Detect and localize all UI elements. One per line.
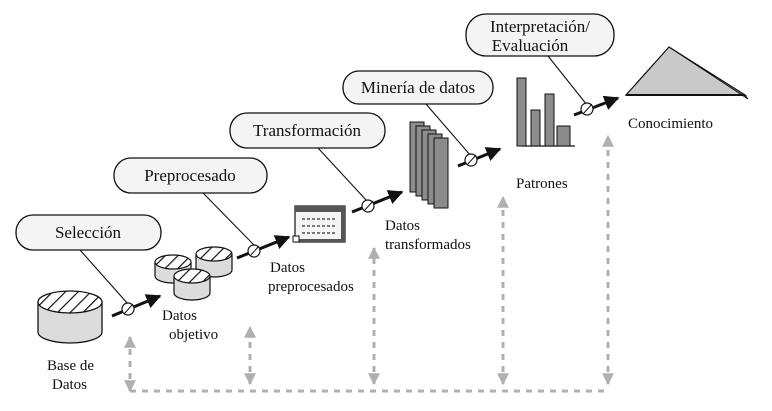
step-seleccion-label: Selección <box>55 223 122 242</box>
datos-preprocesados-label-2: preprocesados <box>268 279 354 295</box>
database-cylinder-icon <box>37 290 103 344</box>
base-datos-label-2: Datos <box>52 377 87 393</box>
flow-arrow-5 <box>573 95 620 117</box>
flow-arrow-2 <box>236 235 291 260</box>
patrones-label: Patrones <box>516 176 568 192</box>
flow-arrow-1 <box>111 294 162 318</box>
datos-transformados-label-1: Datos <box>385 218 420 234</box>
preprocessed-data-table-icon <box>292 205 346 243</box>
step-transformacion: Transformación <box>229 112 386 149</box>
datos-preprocesados-label-1: Datos <box>270 260 305 276</box>
target-data-cylinders-icon <box>154 246 233 301</box>
knowledge-pyramid-icon <box>624 46 749 100</box>
step-preprocesado: Preprocesado <box>113 157 268 194</box>
step-mineria: Minería de datos <box>342 70 494 105</box>
datos-objetivo-label-2: objetivo <box>169 327 218 343</box>
step-transformacion-label: Transformación <box>253 121 361 140</box>
flow-arrow-3 <box>351 190 404 214</box>
transformed-data-stack-icon <box>409 121 449 209</box>
step-interpretacion: Interpretación/ Evaluación <box>465 13 615 57</box>
flow-arrow-4 <box>457 147 502 168</box>
step-interpretacion-label-2: Evaluación <box>492 36 569 55</box>
step-preprocesado-label: Preprocesado <box>144 166 236 185</box>
patterns-bars-icon <box>516 77 575 147</box>
leader-lines <box>79 55 588 305</box>
step-mineria-label: Minería de datos <box>361 78 475 97</box>
conocimiento-label: Conocimiento <box>628 116 713 132</box>
datos-transformados-label-2: transformados <box>385 237 471 253</box>
step-interpretacion-label-1: Interpretación/ <box>490 17 590 36</box>
feedback-loop <box>124 134 614 393</box>
base-datos-label-1: Base de <box>47 358 94 374</box>
datos-objetivo-label-1: Datos <box>162 308 197 324</box>
step-seleccion: Selección <box>15 214 162 251</box>
